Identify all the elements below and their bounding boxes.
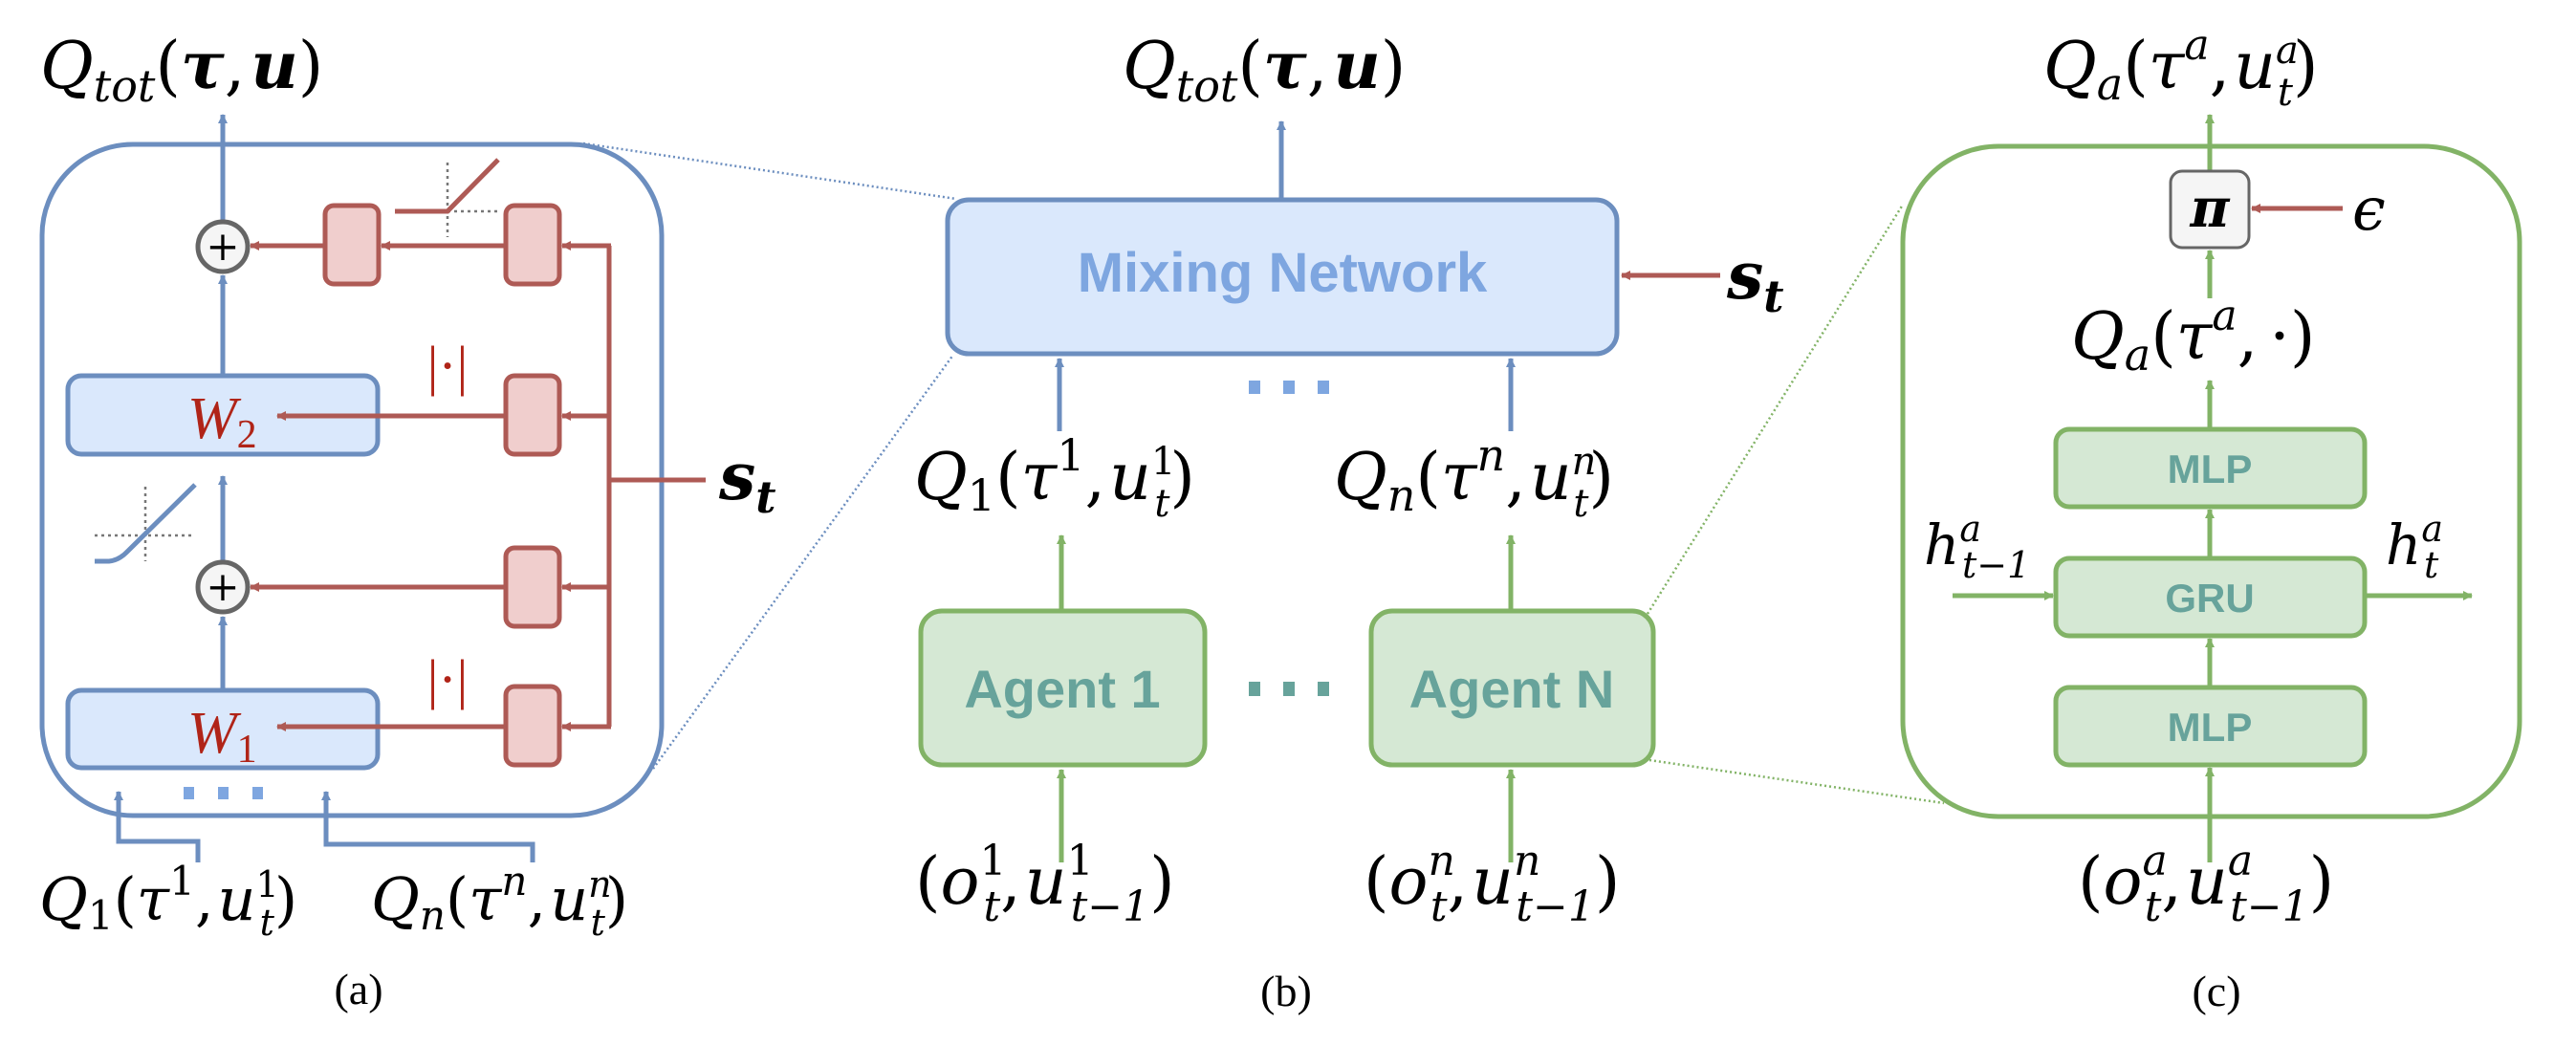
w1-box: W1 [65, 687, 381, 772]
agent-1-box: Agent 1 [918, 608, 1208, 768]
hyper-layer-bias2-a [322, 203, 382, 287]
relu-activation-icon [395, 158, 500, 237]
sum-node-bottom: + [195, 559, 251, 615]
panel-c-caption: (c) [2192, 967, 2240, 1015]
zoom-connector-top-c [1646, 204, 1905, 615]
agents-ellipsis [1249, 682, 1329, 696]
gru-box: GRU [2053, 556, 2368, 639]
zoom-connector-bottom-a [651, 354, 955, 770]
plus-icon: + [206, 223, 239, 270]
w2-label: W2 [187, 386, 257, 457]
zoom-connector-bottom-c [1648, 758, 1945, 805]
abs-label-w2: |·| [427, 335, 469, 397]
hyper-layer-w2 [503, 373, 562, 457]
input-q1-path [114, 791, 201, 862]
hyper-layer-bias2-b [503, 203, 562, 287]
panel-a-caption: (a) [334, 965, 382, 1013]
mlp-top-label: MLP [2168, 447, 2253, 491]
mlp-bottom-label: MLP [2168, 705, 2253, 750]
plus-icon: + [206, 563, 239, 610]
input-qn-path [321, 791, 535, 862]
mixing-inputs-ellipsis [1249, 381, 1329, 394]
abs-label-w1: |·| [427, 648, 469, 710]
mlp-bottom-box: MLP [2053, 685, 2368, 768]
agent-1-label: Agent 1 [964, 659, 1160, 719]
panel-b-caption: (b) [1260, 967, 1312, 1015]
pi-symbol: π [2190, 177, 2231, 240]
agent-n-box: Agent N [1368, 608, 1656, 768]
policy-box: π [2169, 169, 2251, 250]
mlp-top-box: MLP [2053, 426, 2368, 510]
sum-node-top: + [195, 219, 251, 274]
panel-b-state-label: st [1726, 238, 1784, 322]
w1-label: W1 [187, 701, 257, 772]
elu-activation-icon [95, 483, 197, 564]
panel-a-state-label: st [718, 439, 776, 523]
panel-b-output-label: Qtot(τ,u) [1123, 28, 1406, 112]
inputs-ellipsis [184, 787, 263, 799]
panel-a-output-label: Qtot(τ,u) [40, 28, 323, 112]
mixing-network-box: Mixing Network [945, 197, 1620, 357]
epsilon-label: ϵ [2352, 174, 2386, 244]
mixing-network-label: Mixing Network [1078, 242, 1488, 304]
agent-n-label: Agent N [1409, 659, 1615, 719]
hyper-layer-w1 [503, 684, 562, 768]
hyper-layer-bias1 [503, 545, 562, 629]
gru-label: GRU [2165, 576, 2254, 621]
panel-c-qvalues-label: Qa(τa,·) [2071, 292, 2315, 381]
zoom-connector-top-a [582, 142, 957, 201]
panel-a: Qtot(τ,u) + + W2 W1 [39, 28, 776, 1013]
